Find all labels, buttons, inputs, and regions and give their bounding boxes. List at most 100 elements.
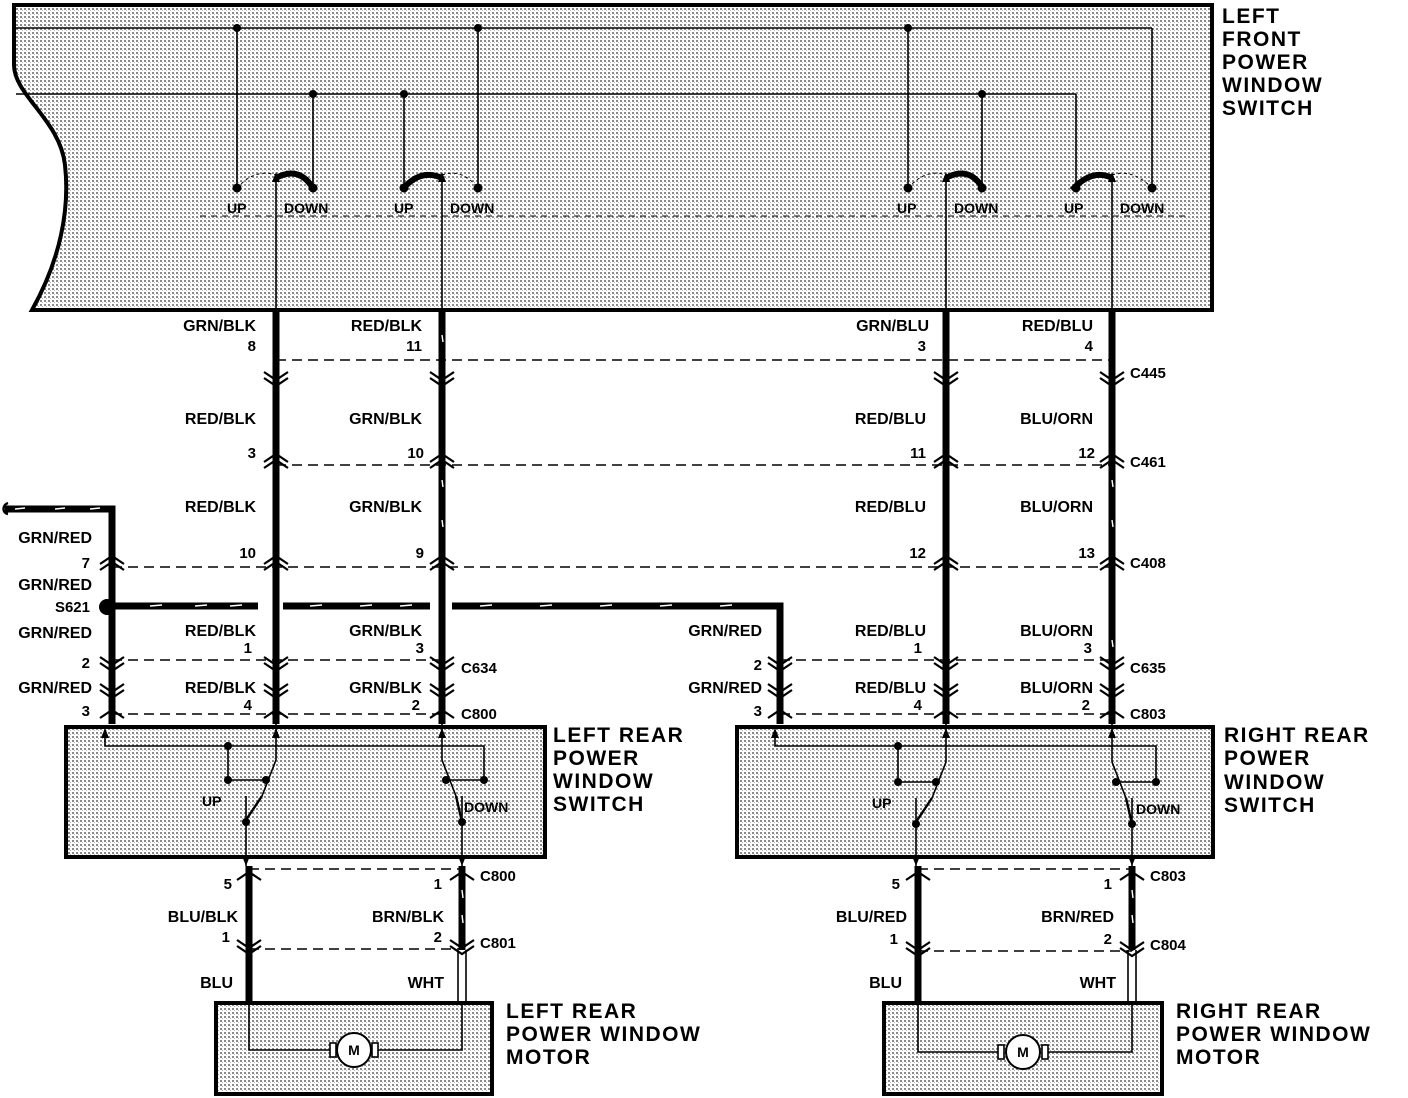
right-rear-switch-internal-circuit bbox=[774, 724, 1157, 866]
svg-text:11: 11 bbox=[406, 338, 422, 355]
left-front-switch-position-labels: UP DOWN UP DOWN UP DOWN UP DOWN bbox=[227, 200, 1164, 216]
lf-down-label-3: DOWN bbox=[954, 200, 998, 216]
lf-down-label-2: DOWN bbox=[450, 200, 494, 216]
svg-text:SWITCH: SWITCH bbox=[553, 793, 645, 816]
svg-text:BLU/ORN: BLU/ORN bbox=[1020, 411, 1093, 428]
svg-text:BLU: BLU bbox=[869, 975, 902, 992]
left-motor-internal-circuit bbox=[248, 1003, 463, 1058]
svg-text:MOTOR: MOTOR bbox=[1176, 1046, 1261, 1069]
lf-up-label-4: UP bbox=[1064, 200, 1083, 216]
svg-text:C461: C461 bbox=[1130, 454, 1166, 471]
svg-text:4: 4 bbox=[1085, 338, 1094, 355]
svg-text:POWER: POWER bbox=[1224, 747, 1311, 770]
svg-text:2: 2 bbox=[434, 929, 442, 946]
svg-text:10: 10 bbox=[239, 545, 256, 562]
svg-text:C803: C803 bbox=[1130, 706, 1166, 723]
wire-color-stripes bbox=[14, 334, 1114, 648]
svg-text:POWER: POWER bbox=[1222, 51, 1309, 74]
left-rear-switch-dots-arrows bbox=[101, 728, 488, 866]
svg-text:BLU/RED: BLU/RED bbox=[836, 909, 907, 926]
svg-text:RIGHT REAR: RIGHT REAR bbox=[1176, 1000, 1322, 1023]
lf-down-label-1: DOWN bbox=[284, 200, 328, 216]
svg-text:3: 3 bbox=[82, 703, 90, 720]
svg-text:RED/BLU: RED/BLU bbox=[1022, 318, 1093, 335]
lf-up-label-2: UP bbox=[394, 200, 413, 216]
svg-text:RED/BLK: RED/BLK bbox=[185, 499, 257, 516]
svg-text:POWER: POWER bbox=[553, 747, 640, 770]
svg-text:2: 2 bbox=[1082, 697, 1090, 714]
rr-switch-title: RIGHT REAR POWER WINDOW SWITCH bbox=[1224, 724, 1370, 817]
lf-up-label-3: UP bbox=[897, 200, 916, 216]
svg-text:RIGHT REAR: RIGHT REAR bbox=[1224, 724, 1370, 747]
svg-text:1: 1 bbox=[222, 929, 230, 946]
svg-text:9: 9 bbox=[416, 545, 424, 562]
svg-text:BLU: BLU bbox=[200, 975, 233, 992]
wire-color-labels: GRN/BLK RED/BLK GRN/BLU RED/BLU RED/BLK … bbox=[18, 318, 1116, 992]
svg-text:5: 5 bbox=[892, 876, 900, 893]
svg-text:2: 2 bbox=[82, 655, 90, 672]
svg-text:3: 3 bbox=[1084, 640, 1092, 657]
rr-down-label: DOWN bbox=[1136, 801, 1180, 817]
rr-motor-title: RIGHT REAR POWER WINDOW MOTOR bbox=[1176, 1000, 1370, 1069]
svg-text:3: 3 bbox=[248, 445, 256, 462]
svg-text:SWITCH: SWITCH bbox=[1222, 97, 1314, 120]
svg-text:1: 1 bbox=[914, 640, 922, 657]
svg-text:RED/BLK: RED/BLK bbox=[351, 318, 423, 335]
harness-wires bbox=[5, 312, 1116, 724]
svg-text:11: 11 bbox=[910, 445, 926, 462]
svg-text:BLU/ORN: BLU/ORN bbox=[1020, 499, 1093, 516]
svg-text:GRN/BLK: GRN/BLK bbox=[349, 411, 422, 428]
svg-text:BRN/BLK: BRN/BLK bbox=[372, 909, 444, 926]
svg-text:3: 3 bbox=[754, 703, 762, 720]
svg-text:WHT: WHT bbox=[408, 975, 445, 992]
svg-text:C800: C800 bbox=[480, 868, 516, 885]
motor-wire-stripes bbox=[461, 889, 1134, 924]
lr-down-label: DOWN bbox=[464, 799, 508, 815]
left-front-switch-contacts bbox=[200, 170, 1190, 312]
svg-text:RED/BLK: RED/BLK bbox=[185, 623, 257, 640]
left-motor-symbol-icon bbox=[336, 1032, 372, 1068]
left-front-power-window-switch-box bbox=[12, 3, 1214, 312]
white-wires bbox=[457, 950, 1137, 1003]
svg-text:GRN/BLK: GRN/BLK bbox=[183, 318, 256, 335]
svg-text:BLU/BLK: BLU/BLK bbox=[168, 909, 239, 926]
svg-text:10: 10 bbox=[407, 445, 424, 462]
svg-text:WINDOW: WINDOW bbox=[1224, 771, 1325, 794]
svg-text:POWER WINDOW: POWER WINDOW bbox=[506, 1023, 701, 1046]
svg-text:C635: C635 bbox=[1130, 660, 1166, 677]
svg-text:GRN/RED: GRN/RED bbox=[18, 625, 92, 642]
svg-text:BLU/ORN: BLU/ORN bbox=[1020, 680, 1093, 697]
svg-text:GRN/RED: GRN/RED bbox=[688, 680, 762, 697]
svg-text:LEFT: LEFT bbox=[1222, 5, 1281, 28]
right-motor-internal-circuit bbox=[917, 1003, 1133, 1060]
svg-text:RED/BLK: RED/BLK bbox=[185, 680, 257, 697]
right-rear-power-window-switch-box bbox=[735, 725, 1215, 859]
motor-connector-dashed-lines bbox=[249, 868, 1132, 952]
right-motor-m-label: M bbox=[1017, 1044, 1029, 1060]
svg-text:1: 1 bbox=[434, 876, 442, 893]
svg-text:LEFT REAR: LEFT REAR bbox=[506, 1000, 637, 1023]
splice-s621-dot bbox=[99, 599, 115, 615]
rear-switch-position-labels: UP DOWN UP DOWN bbox=[202, 793, 1180, 817]
svg-text:8: 8 bbox=[248, 338, 256, 355]
svg-text:RED/BLU: RED/BLU bbox=[855, 680, 926, 697]
svg-text:RED/BLK: RED/BLK bbox=[185, 411, 257, 428]
svg-text:GRN/BLK: GRN/BLK bbox=[349, 499, 422, 516]
left-front-switch-internal-circuit bbox=[16, 27, 1153, 188]
svg-text:12: 12 bbox=[1078, 445, 1095, 462]
svg-text:1: 1 bbox=[890, 931, 898, 948]
svg-text:LEFT REAR: LEFT REAR bbox=[553, 724, 684, 747]
left-rear-switch-internal-circuit bbox=[104, 724, 485, 866]
svg-text:3: 3 bbox=[416, 640, 424, 657]
lf-up-label-1: UP bbox=[227, 200, 246, 216]
svg-text:BLU/ORN: BLU/ORN bbox=[1020, 623, 1093, 640]
svg-text:RED/BLU: RED/BLU bbox=[855, 499, 926, 516]
rr-up-label: UP bbox=[872, 795, 891, 811]
svg-text:GRN/RED: GRN/RED bbox=[688, 623, 762, 640]
svg-text:WHT: WHT bbox=[1080, 975, 1117, 992]
svg-text:4: 4 bbox=[244, 697, 253, 714]
svg-text:GRN/BLK: GRN/BLK bbox=[349, 680, 422, 697]
lr-motor-title: LEFT REAR POWER WINDOW MOTOR bbox=[506, 1000, 701, 1069]
connector-ids: C445 C461 C408 S621 C634 C635 C800 C803 … bbox=[55, 365, 1187, 954]
